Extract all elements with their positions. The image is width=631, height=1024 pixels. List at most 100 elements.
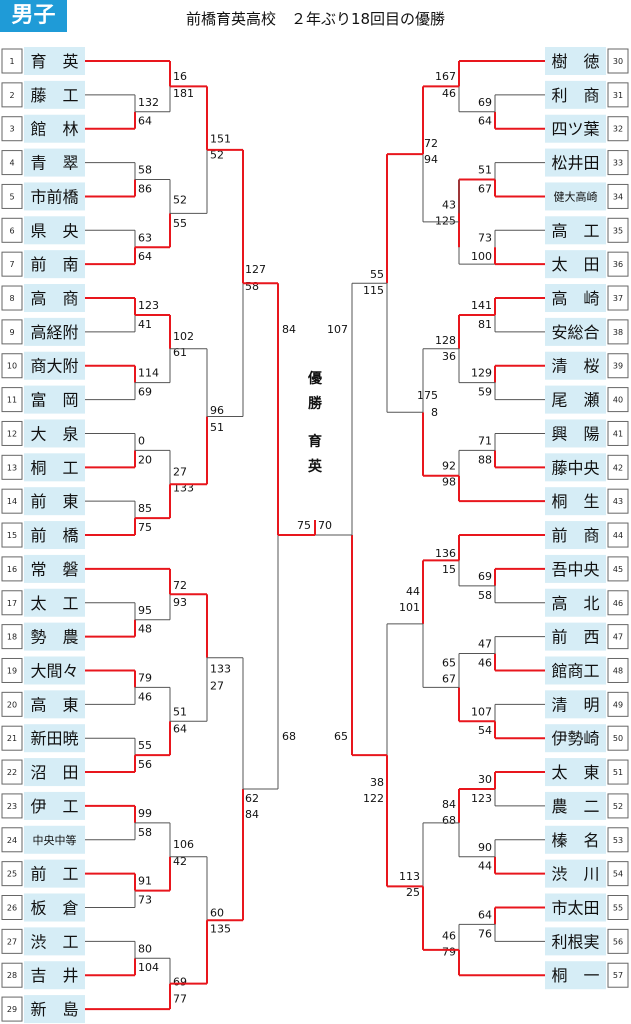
score-label: 27 — [210, 679, 224, 692]
seed-number: 14 — [7, 497, 17, 506]
team-name: 利 商 — [551, 86, 599, 105]
seed-number: 35 — [613, 226, 623, 235]
seed-number: 23 — [7, 802, 17, 811]
seed-box — [607, 353, 629, 379]
team-box — [545, 622, 606, 651]
seed-number: 42 — [613, 463, 623, 472]
seed-box — [1, 996, 23, 1022]
score-label: 64 — [138, 115, 152, 128]
seed-number: 11 — [7, 396, 17, 405]
team-box — [24, 825, 85, 854]
team-box — [24, 487, 85, 516]
team-name: 板 倉 — [30, 899, 78, 918]
score-label: 58 — [138, 164, 152, 177]
seed-box — [1, 48, 23, 74]
score-label: 51 — [173, 705, 187, 718]
score-label: 151 — [210, 132, 231, 145]
team-name: 尾 瀬 — [551, 391, 599, 410]
seed-box — [607, 116, 629, 142]
team-name: 商大附 — [30, 357, 78, 376]
team-name: 清 明 — [551, 695, 599, 714]
score-label: 51 — [478, 164, 492, 177]
team-box — [24, 47, 85, 75]
team-box — [24, 690, 85, 719]
score-label: 95 — [138, 604, 152, 617]
team-name: 館商工 — [551, 661, 599, 680]
team-box — [545, 656, 606, 685]
team-box — [24, 724, 85, 753]
winner-banner-char: 英 — [307, 458, 323, 475]
seed-box — [607, 420, 629, 446]
team-box — [24, 859, 85, 888]
score-label: 44 — [478, 860, 492, 873]
team-box — [545, 825, 606, 854]
team-name: 前 西 — [551, 628, 599, 647]
seed-number: 2 — [9, 91, 14, 100]
seed-box — [1, 556, 23, 582]
team-box — [545, 859, 606, 888]
seed-box — [1, 590, 23, 616]
score-label: 55 — [173, 217, 187, 230]
seed-number: 7 — [9, 260, 14, 269]
team-box — [545, 724, 606, 753]
team-box — [24, 791, 85, 820]
score-label: 58 — [138, 826, 152, 839]
team-box — [24, 419, 85, 448]
score-label: 55 — [138, 739, 152, 752]
seed-number: 46 — [613, 599, 623, 608]
score-label: 15 — [442, 563, 456, 576]
score-label: 46 — [442, 930, 456, 943]
seed-box — [1, 420, 23, 446]
score-label: 63 — [138, 231, 152, 244]
score-label: 44 — [406, 585, 420, 598]
score-label: 55 — [370, 268, 384, 281]
team-name: 安総合 — [551, 323, 599, 342]
score-label: 141 — [471, 299, 492, 312]
seed-box — [607, 827, 629, 853]
seed-number: 47 — [613, 633, 623, 642]
score-label: 122 — [363, 792, 384, 805]
seed-number: 4 — [9, 159, 14, 168]
seed-box — [1, 488, 23, 514]
score-label: 113 — [399, 870, 420, 883]
team-name: 桐 一 — [551, 966, 599, 985]
score-label: 46 — [478, 656, 492, 669]
seed-number: 5 — [9, 192, 14, 201]
seed-box — [1, 285, 23, 311]
team-box — [545, 961, 606, 990]
score-label: 135 — [210, 923, 231, 936]
score-label: 58 — [478, 589, 492, 602]
seed-number: 16 — [7, 565, 17, 574]
score-label: 70 — [318, 519, 332, 532]
score-label: 27 — [173, 465, 187, 478]
team-box — [24, 893, 85, 922]
seed-box — [607, 793, 629, 819]
score-label: 68 — [442, 814, 456, 827]
team-name: 前 橋 — [30, 526, 78, 545]
score-label: 64 — [478, 115, 492, 128]
seed-box — [1, 387, 23, 413]
score-label: 58 — [245, 280, 259, 293]
seed-number: 26 — [7, 904, 17, 913]
team-name: 中央中等 — [33, 833, 77, 847]
seed-number: 9 — [9, 328, 14, 337]
seed-box — [607, 759, 629, 785]
score-label: 136 — [435, 547, 456, 560]
score-label: 73 — [478, 231, 492, 244]
score-label: 175 — [417, 389, 438, 402]
team-box — [24, 216, 85, 245]
seed-number: 39 — [613, 362, 623, 371]
score-label: 104 — [138, 961, 159, 974]
seed-box — [1, 217, 23, 243]
team-name: 前 南 — [30, 255, 78, 274]
seed-box — [607, 556, 629, 582]
seed-box — [1, 183, 23, 209]
seed-box — [1, 82, 23, 108]
seed-number: 38 — [613, 328, 623, 337]
winner-banner-char: 勝 — [308, 395, 323, 412]
team-name: 前 工 — [30, 865, 78, 884]
score-label: 106 — [173, 838, 194, 851]
team-name: 伊勢崎 — [551, 729, 599, 748]
seed-box — [607, 285, 629, 311]
score-label: 62 — [245, 792, 259, 805]
